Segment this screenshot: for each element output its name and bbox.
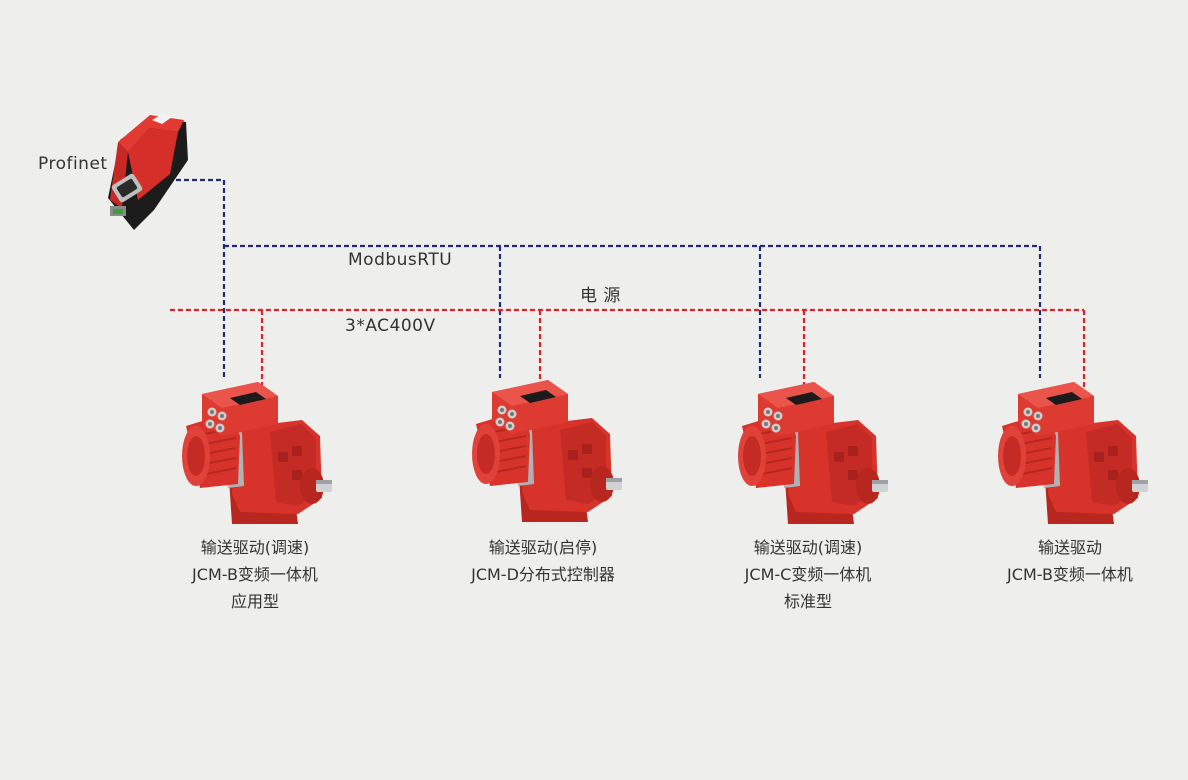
modbus-bus [176,178,1042,380]
drive-caption-1: 输送驱动(调速) JCM-B变频一体机 应用型 [135,534,375,615]
caption-line: 输送驱动 [1037,538,1102,557]
profinet-gateway-icon [108,114,188,230]
caption-line: JCM-D分布式控制器 [471,565,615,584]
voltage-label: 3*AC400V [345,316,436,336]
profinet-label: Profinet [38,154,108,174]
power-label: 电 源 [580,286,621,306]
drive-caption-4: 输送驱动 JCM-B变频一体机 [950,534,1188,588]
gear-motor-icon [181,381,333,525]
gear-motor-icon [997,381,1149,525]
caption-line: JCM-C变频一体机 [744,565,872,584]
caption-line: 输送驱动(启停) [488,538,598,557]
caption-line: 输送驱动(调速) [200,538,310,557]
gear-motor-icon [737,381,889,525]
gear-motor-icon [471,379,623,523]
drive-caption-3: 输送驱动(调速) JCM-C变频一体机 标准型 [688,534,928,615]
caption-line: 应用型 [230,592,279,611]
caption-line: 输送驱动(调速) [753,538,863,557]
drive-caption-2: 输送驱动(启停) JCM-D分布式控制器 [423,534,663,588]
modbus-label: ModbusRTU [348,250,453,270]
caption-line: JCM-B变频一体机 [1007,565,1133,584]
caption-line: JCM-B变频一体机 [192,565,318,584]
power-line [170,308,1086,396]
caption-line: 标准型 [783,592,832,611]
